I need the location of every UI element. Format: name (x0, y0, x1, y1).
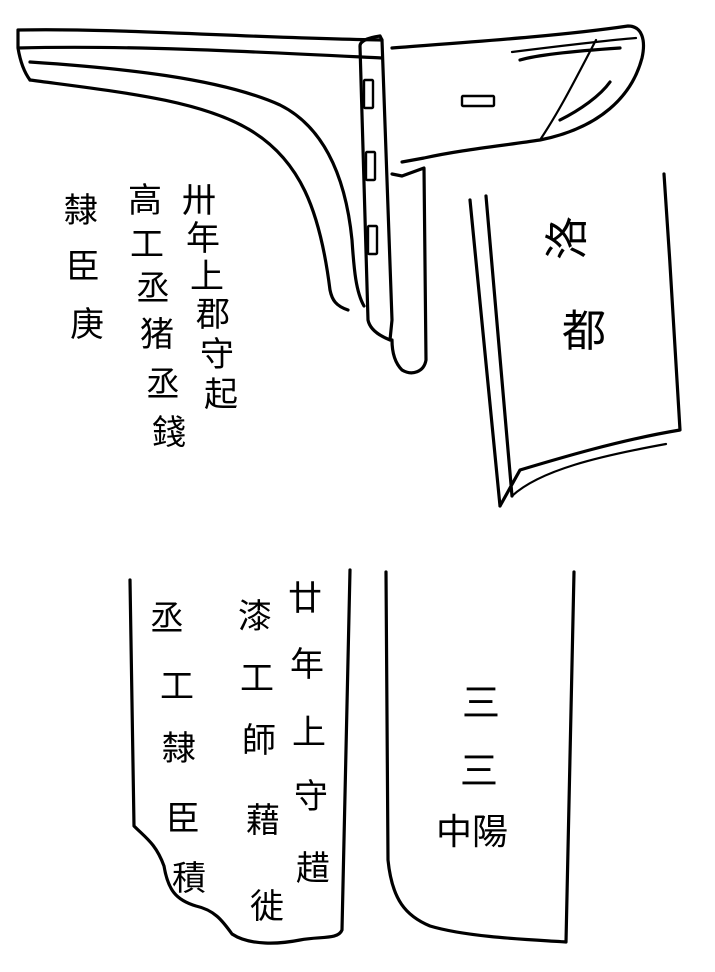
blade-inscription-char1: 洛 (542, 216, 593, 260)
lower-left-col3-char2: 工 (160, 667, 194, 707)
hafting-slot-1 (362, 78, 375, 110)
lower-left-col1-char1: 廿 (288, 579, 322, 619)
lower-left-col2-char2: 工 (240, 659, 274, 699)
upper-inscription-col2-char3: 丞 (136, 269, 170, 309)
dagger-axe-tang (390, 24, 646, 164)
lower-left-col2-char4: 藉 (246, 801, 280, 841)
lower-right-marks: 三 三 中陽 (436, 681, 508, 853)
dagger-axe-blade-inner-ridge (28, 60, 366, 308)
lower-left-fragment-drawing (128, 568, 352, 945)
lower-left-col3-char4: 臣 (166, 799, 200, 839)
lower-left-col1-char2: 年 (290, 645, 324, 685)
upper-inscription-col2-char5: 丞 (146, 365, 180, 405)
lower-left-col1-char4: 守 (294, 777, 328, 817)
blade-inscription: 洛 都 (542, 216, 606, 357)
blade-fragment-outline (468, 172, 682, 508)
upper-inscription-col3-char1: 隸 (64, 191, 98, 231)
dagger-axe-hu-extension (390, 166, 428, 375)
lower-left-col1-char5: 趞 (296, 849, 330, 889)
upper-inscription-col1-char3: 上 (190, 257, 224, 297)
lower-right-mark-1: 三 (462, 681, 500, 725)
upper-inscription-col3-char2: 臣 (66, 247, 100, 287)
lower-left-col3-char3: 隸 (162, 729, 196, 769)
lower-left-fragment-outline (128, 568, 352, 945)
dagger-axe-drawing (16, 24, 646, 375)
lower-right-mark-3: 中陽 (436, 812, 508, 853)
lower-right-mark-2: 三 (460, 749, 498, 793)
upper-inscription-col2-char2: 工 (130, 225, 164, 265)
upper-inscription-col1-char5: 守 (200, 335, 234, 375)
lower-left-col2-char5: 徙 (250, 887, 284, 927)
upper-inscription-col2-char6: 錢 (152, 413, 186, 453)
hafting-slot-3 (366, 224, 379, 256)
dagger-axe-tang-inner-line (510, 36, 638, 142)
blade-fragment-edge-line (510, 442, 668, 498)
lower-left-col3-char1: 丞 (150, 599, 184, 639)
upper-inscription: 卅 年 上 郡 守 起 高 工 丞 猪 丞 錢 隸 臣 庚 (64, 181, 238, 453)
lower-left-col1-char3: 上 (292, 713, 326, 753)
lower-left-col2-char1: 漆 (238, 597, 272, 637)
dagger-axe-hafting-bar (358, 34, 394, 342)
tang-end-hatch (518, 46, 622, 122)
lower-left-col2-char3: 師 (242, 721, 276, 761)
dagger-axe-blade-outline (16, 28, 384, 82)
upper-inscription-col1-char4: 郡 (196, 295, 230, 335)
upper-inscription-col1-char6: 起 (204, 375, 238, 415)
upper-inscription-col1-char1: 卅 (182, 181, 216, 221)
tang-slot (460, 94, 496, 108)
lower-left-inscription: 廿 年 上 守 趞 漆 工 師 藉 徙 丞 工 隸 臣 積 (150, 579, 330, 927)
upper-inscription-col1-char2: 年 (186, 219, 220, 259)
dagger-axe-blade-lower-edge (28, 78, 350, 312)
hafting-slot-2 (364, 150, 377, 182)
lower-right-fragment-outline (384, 570, 576, 944)
blade-inscription-char2: 都 (562, 306, 606, 357)
lower-right-fragment-drawing (384, 570, 576, 944)
blade-fragment-drawing (468, 172, 682, 508)
upper-inscription-col3-char3: 庚 (70, 305, 104, 345)
lower-left-col3-char5: 積 (172, 859, 206, 899)
upper-inscription-col2-char1: 高 (128, 181, 162, 221)
upper-inscription-col2-char4: 猪 (140, 315, 174, 355)
